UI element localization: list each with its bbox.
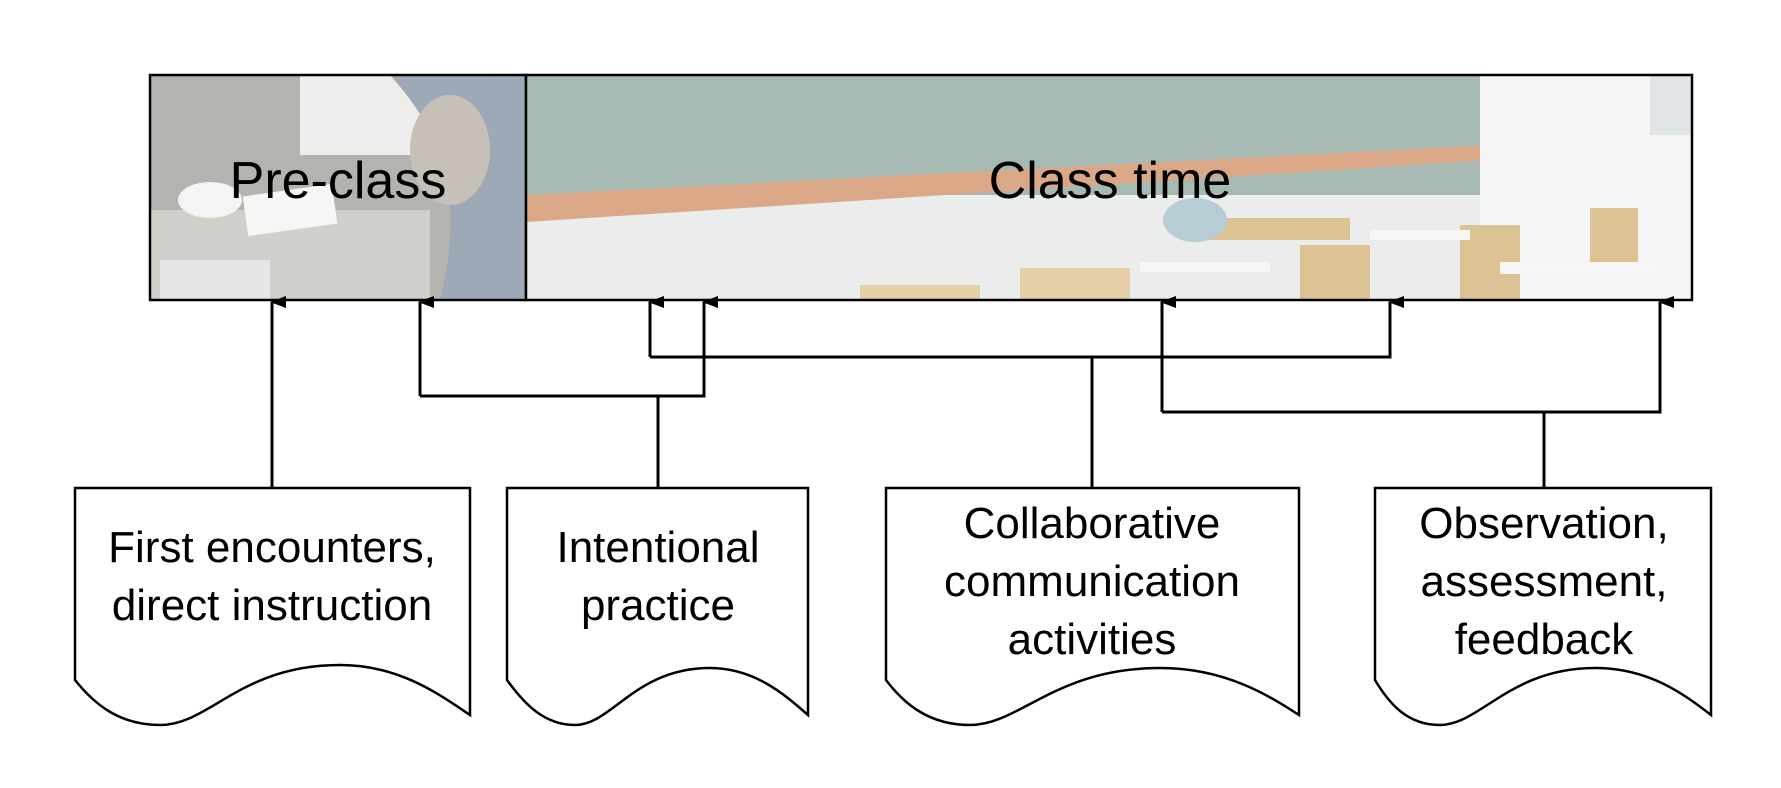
intentional-line-2: practice: [581, 581, 735, 630]
collaborative-line-1: Collaborative: [964, 499, 1221, 548]
document-first-encounters: First encounters, direct instruction: [73, 486, 472, 727]
collaborative-line-3: activities: [1008, 615, 1177, 664]
document-shape: [884, 486, 1301, 727]
first-encounters-line-2: direct instruction: [112, 581, 432, 630]
observation-line-3: feedback: [1455, 615, 1635, 664]
arrow-collaborative-right: [1092, 296, 1404, 359]
document-shape: [73, 486, 472, 727]
document-intentional-practice: Intentional practice: [505, 486, 810, 727]
pre-class-panel: Pre-class: [148, 73, 528, 302]
first-encounters-line-1: First encounters,: [108, 523, 436, 572]
pre-class-label: Pre-class: [230, 152, 447, 210]
connector-observation-stem: [1162, 410, 1546, 488]
class-time-panel: Class time: [524, 73, 1694, 302]
document-collaborative: Collaborative communication activities: [884, 486, 1301, 727]
document-shape: [1373, 486, 1713, 727]
intentional-line-1: Intentional: [556, 523, 759, 572]
connectors: [270, 296, 1674, 488]
observation-line-2: assessment,: [1421, 557, 1668, 606]
classroom-photo: [526, 75, 1692, 300]
connector-intentional-stem: [420, 394, 660, 488]
arrow-observation-right: [1544, 296, 1674, 414]
collaborative-line-2: communication: [944, 557, 1240, 606]
connector-collaborative-stem: [650, 355, 1094, 488]
document-shape: [505, 486, 810, 727]
document-observation: Observation, assessment, feedback: [1373, 486, 1713, 727]
pre-class-photo: [150, 75, 526, 300]
observation-line-1: Observation,: [1419, 499, 1668, 548]
arrow-intentional-class: [658, 296, 718, 398]
class-time-label: Class time: [989, 152, 1232, 210]
